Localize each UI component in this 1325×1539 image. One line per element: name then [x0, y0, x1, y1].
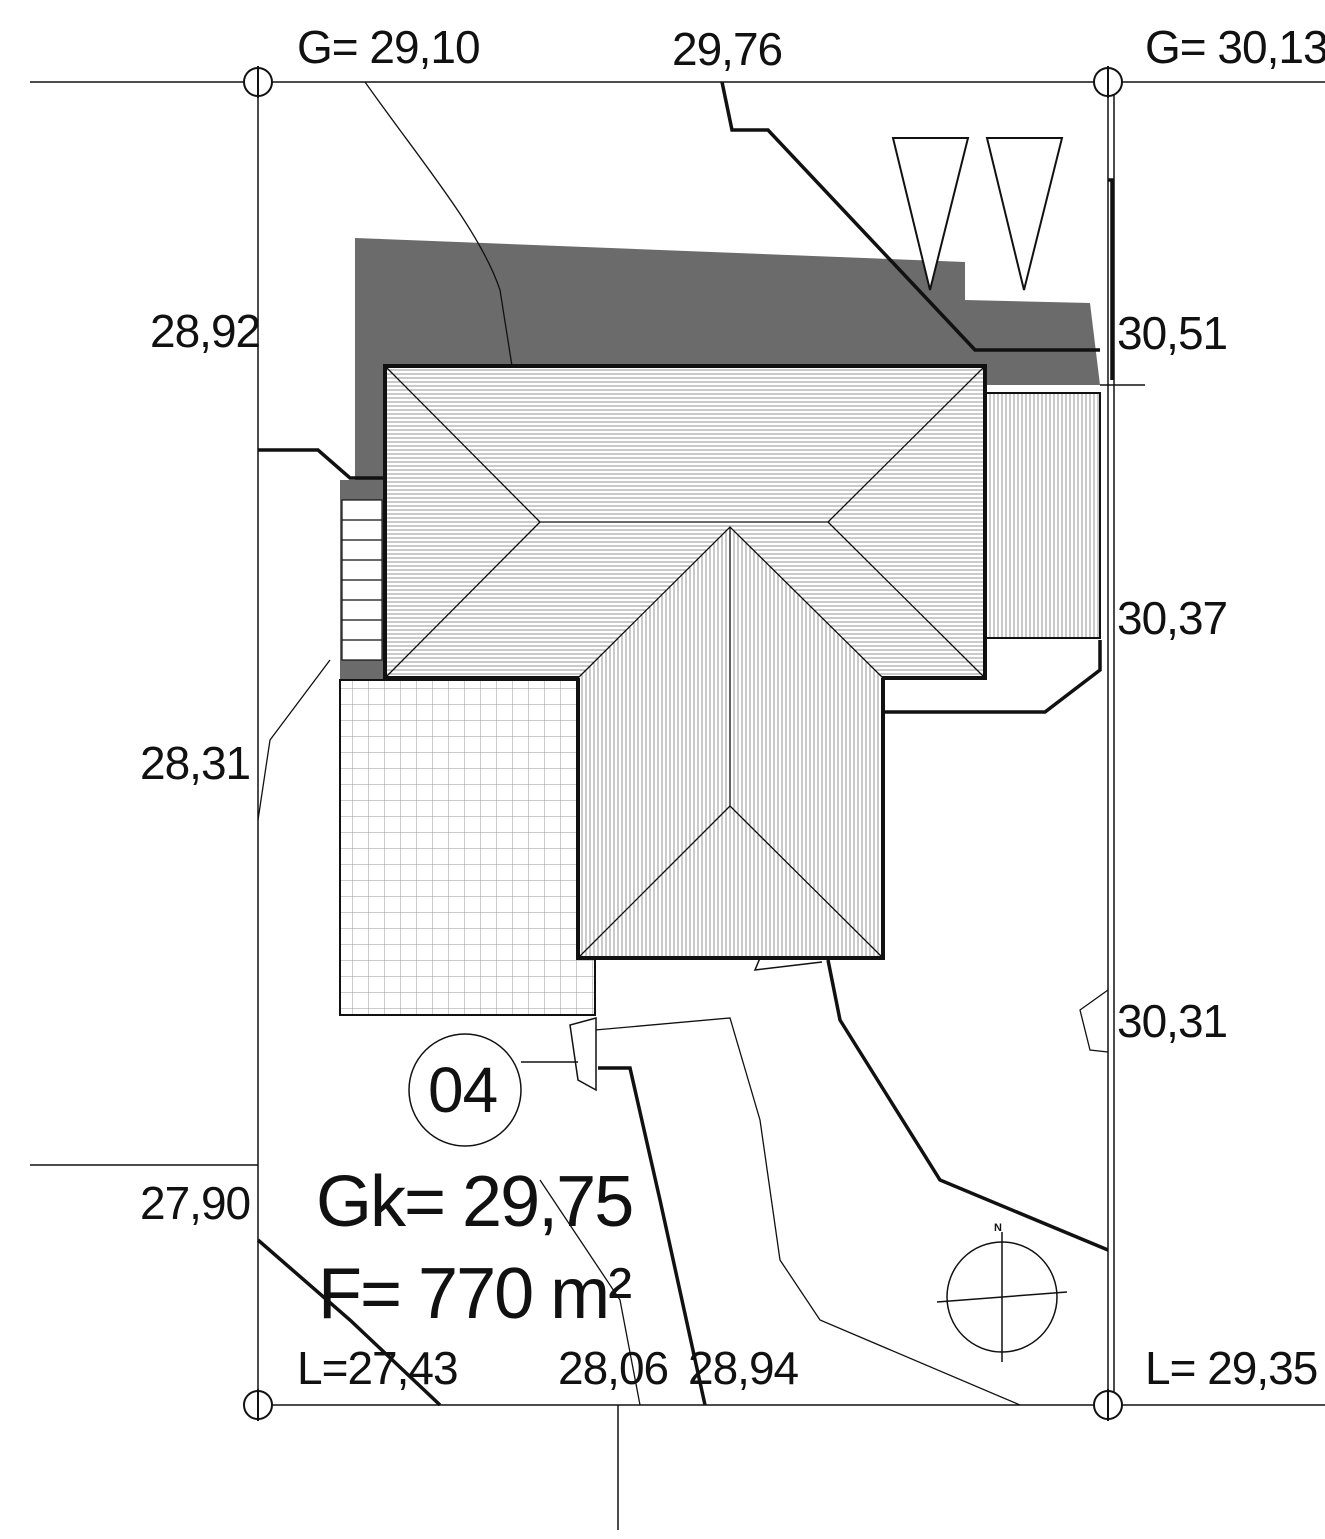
elevation-label-l-bottom-right: L= 29,35 — [1145, 1342, 1318, 1394]
elevation-label-right-top: 30,51 — [1117, 307, 1228, 359]
elevation-label-bottom-mid1: 28,06 — [558, 1342, 669, 1394]
plot-gk-level: Gk= 29,75 — [316, 1162, 634, 1242]
elevation-label-left-low: 27,90 — [140, 1177, 251, 1229]
roof-wing — [576, 526, 885, 960]
elevation-label-left-mid: 28,31 — [140, 737, 251, 789]
elevation-label-g-top-left: G= 29,10 — [297, 21, 481, 73]
plot-number-circle — [408, 1033, 522, 1147]
canopy — [984, 392, 1101, 639]
elevation-label-top-mid: 29,76 — [672, 23, 783, 75]
entry-stairs — [341, 499, 383, 661]
corner-markers — [243, 66, 1123, 1421]
entry-detail — [569, 957, 823, 1092]
elevation-label-right-low: 30,31 — [1117, 995, 1228, 1047]
survey-triangles — [891, 137, 1064, 291]
plot-number: 04 — [428, 1054, 498, 1126]
elevation-label-right-mid: 30,37 — [1117, 592, 1228, 644]
terrain-contours — [256, 81, 1114, 1407]
elevation-label-g-top-right: G= 30,13 — [1145, 21, 1325, 73]
elevation-label-bottom-mid2: 28,94 — [688, 1342, 799, 1394]
terrace-paving — [339, 679, 596, 1016]
elevation-label-left-top: 28,92 — [150, 305, 261, 357]
plot-area: F= 770 m² — [318, 1254, 632, 1334]
contour-lines — [257, 81, 1109, 1406]
elevation-label-l-bottom-left: L=27,43 — [297, 1342, 459, 1394]
north-label: N — [994, 1222, 1002, 1234]
north-arrow-icon — [936, 1232, 1068, 1362]
building-shadow — [340, 238, 1100, 720]
